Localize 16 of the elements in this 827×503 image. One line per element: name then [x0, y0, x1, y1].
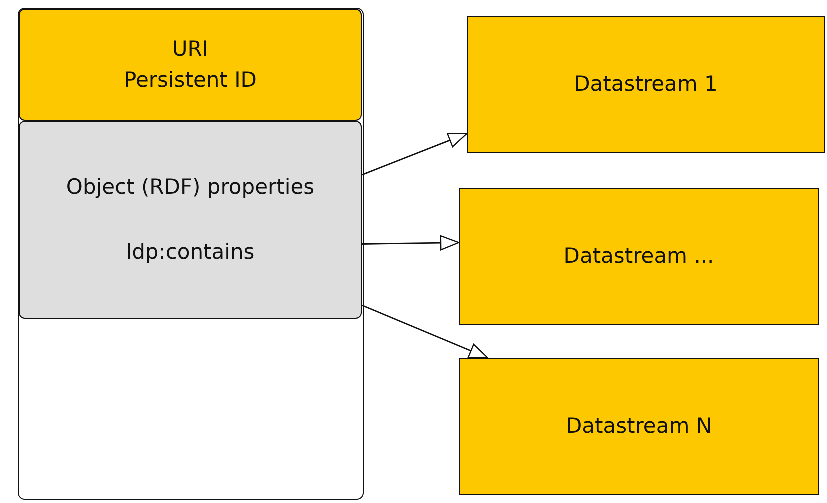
datastream-box	[467, 16, 825, 153]
arrow	[362, 305, 488, 359]
properties-box	[19, 121, 362, 319]
node-text: URI	[172, 36, 209, 63]
id-box	[19, 9, 362, 121]
arrow	[362, 235, 460, 251]
node-text: Persistent ID	[124, 67, 257, 94]
datastream-box	[459, 358, 819, 495]
node-text: Datastream ...	[564, 243, 714, 270]
node-text: Object (RDF) properties	[66, 174, 315, 201]
container-box	[18, 8, 364, 500]
node-text: Datastream N	[566, 413, 712, 440]
node-text: Datastream 1	[574, 71, 718, 98]
node-text: ldp:contains	[126, 239, 255, 266]
arrow	[362, 133, 468, 176]
datastream-box	[459, 188, 819, 325]
